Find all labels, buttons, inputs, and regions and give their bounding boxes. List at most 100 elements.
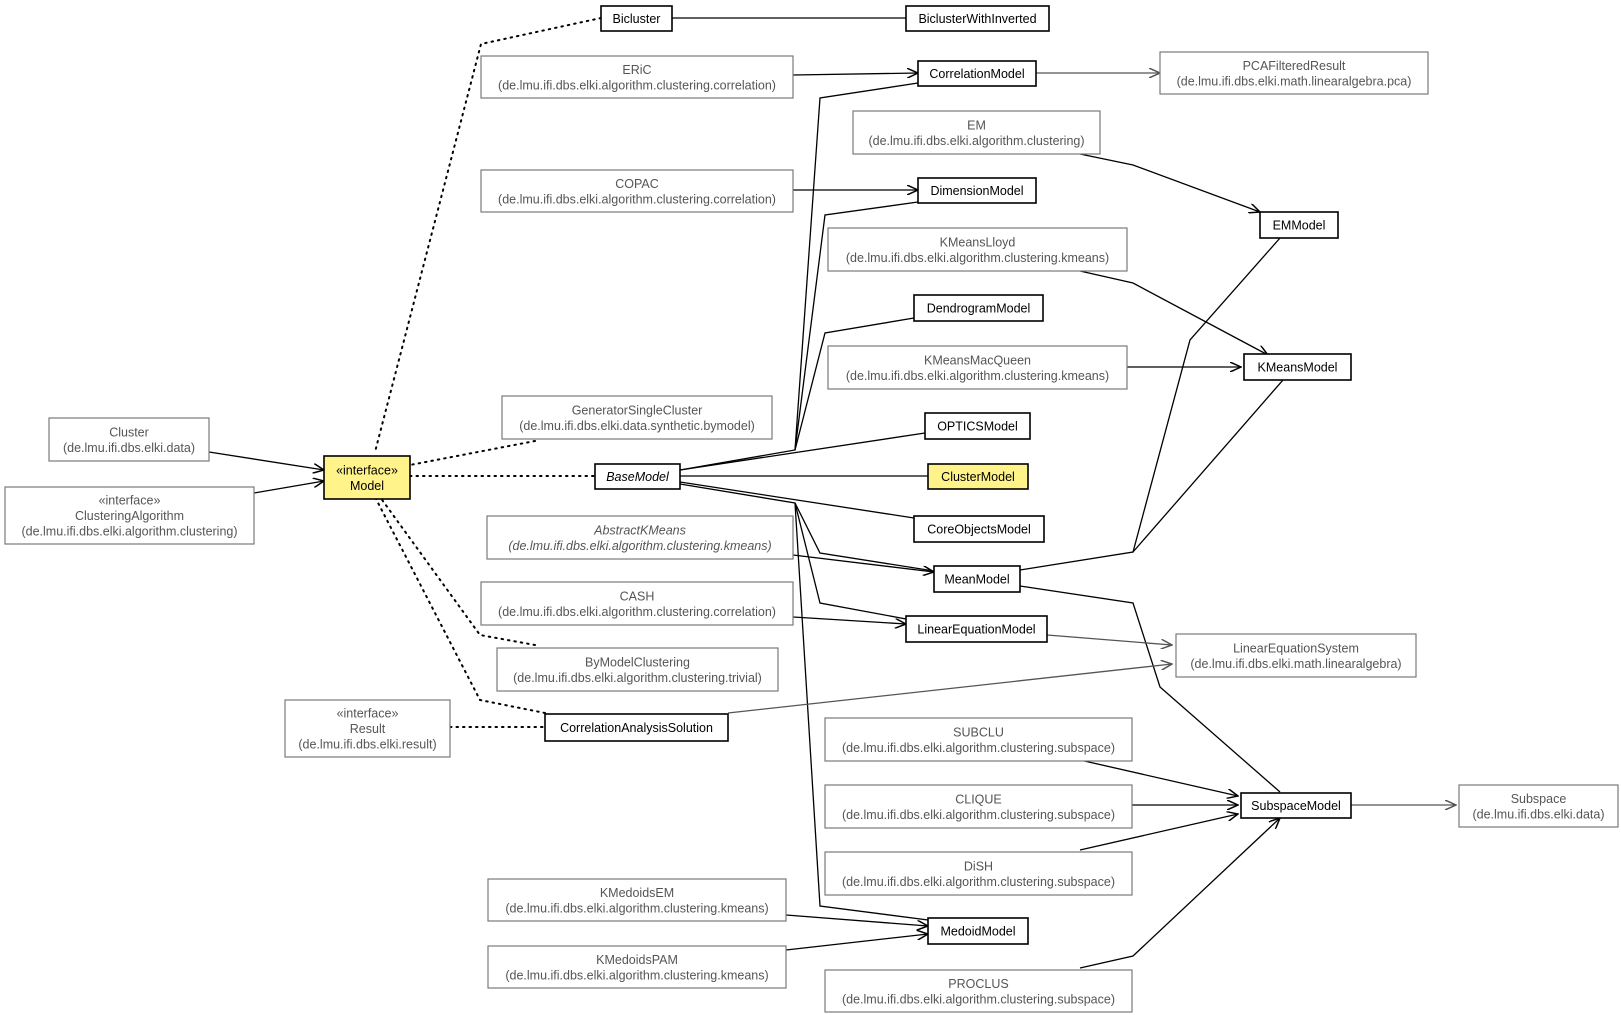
class-box — [480, 581, 794, 626]
class-node-correlation-analysis-solution[interactable]: CorrelationAnalysisSolution — [544, 713, 729, 742]
class-node-kmedoids-pam[interactable]: KMedoidsPAM(de.lmu.ifi.dbs.elki.algorith… — [487, 945, 787, 989]
class-node-cluster-model[interactable]: ClusterModel — [927, 463, 1029, 490]
class-node-kmedoids-em[interactable]: KMedoidsEM(de.lmu.ifi.dbs.elki.algorithm… — [487, 878, 787, 922]
class-box — [905, 5, 1050, 32]
package-label: (de.lmu.ifi.dbs.elki.algorithm.clusterin… — [498, 78, 776, 92]
class-box — [1159, 51, 1429, 95]
class-name-label: DimensionModel — [930, 184, 1023, 198]
class-node-optics-model[interactable]: OPTICSModel — [924, 412, 1031, 440]
class-box — [1259, 211, 1339, 239]
class-box — [917, 60, 1037, 87]
class-node-dendrogram-model[interactable]: DendrogramModel — [913, 294, 1044, 322]
stereotype-label: «interface» — [337, 707, 399, 721]
class-node-linear-equation-system[interactable]: LinearEquationSystem(de.lmu.ifi.dbs.elki… — [1175, 633, 1417, 678]
class-node-base-model[interactable]: BaseModel — [594, 463, 681, 490]
edge-abstractkmeans-meanmodel — [792, 554, 934, 572]
edges — [208, 17, 1456, 969]
class-node-linear-equation-model[interactable]: LinearEquationModel — [905, 615, 1048, 643]
class-node-abstract-kmeans[interactable]: AbstractKMeans(de.lmu.ifi.dbs.elki.algor… — [486, 515, 794, 560]
class-node-eric[interactable]: ERiC(de.lmu.ifi.dbs.elki.algorithm.clust… — [480, 55, 794, 99]
class-node-kmeans-lloyd[interactable]: KMeansLloyd(de.lmu.ifi.dbs.elki.algorith… — [827, 227, 1128, 272]
class-node-copac[interactable]: COPAC(de.lmu.ifi.dbs.elki.algorithm.clus… — [480, 169, 794, 213]
package-label: (de.lmu.ifi.dbs.elki.algorithm.clusterin… — [505, 901, 768, 915]
edge-kmeanslloyd-kmeansmodel — [1079, 270, 1268, 355]
class-node-correlation-model[interactable]: CorrelationModel — [917, 60, 1037, 87]
class-name-label: OPTICSModel — [937, 420, 1018, 434]
class-node-em[interactable]: EM(de.lmu.ifi.dbs.elki.algorithm.cluster… — [852, 110, 1101, 155]
edge-correlationsolution-linearequationsystem — [727, 664, 1172, 714]
package-label: (de.lmu.ifi.dbs.elki.math.linearalgebra) — [1190, 657, 1401, 671]
nodes: Bicluster BiclusterWithInvertedERiC(de.lm… — [4, 5, 1619, 1013]
edge-linearequationmodel-linearequationsystem — [1046, 634, 1172, 645]
edge-opticsmodel-basemodel — [679, 432, 926, 471]
class-box — [1240, 792, 1352, 819]
class-node-kmeans-model[interactable]: KMeansModel — [1243, 353, 1352, 381]
package-label: (de.lmu.ifi.dbs.elki.algorithm.clusterin… — [842, 875, 1115, 889]
class-name-label: SUBCLU — [953, 725, 1004, 739]
class-box — [927, 917, 1029, 945]
class-name-label: Cluster — [109, 425, 149, 439]
class-name-label: KMeansLloyd — [940, 235, 1016, 249]
class-node-cluster[interactable]: Cluster (de.lmu.ifi.dbs.elki.data) — [48, 417, 210, 462]
class-name-label: CorrelationModel — [929, 67, 1024, 81]
class-box — [824, 717, 1133, 762]
package-label: (de.lmu.ifi.dbs.elki.data.synthetic.bymo… — [519, 419, 755, 433]
package-label: (de.lmu.ifi.dbs.elki.algorithm.clusterin… — [842, 808, 1115, 822]
class-box — [852, 110, 1101, 155]
class-node-mean-model[interactable]: MeanModel — [933, 565, 1021, 593]
class-node-clustering-algorithm[interactable]: «interface»ClusteringAlgorithm(de.lmu.if… — [4, 486, 255, 545]
class-box — [496, 647, 779, 692]
class-node-generator-single-cluster[interactable]: GeneratorSingleCluster(de.lmu.ifi.dbs.el… — [501, 395, 773, 440]
class-box — [913, 294, 1044, 322]
edge-kmedoidsem-medoidmodel — [785, 914, 928, 926]
class-box — [905, 615, 1048, 643]
class-node-result[interactable]: «interface»Result(de.lmu.ifi.dbs.elki.re… — [284, 699, 451, 758]
class-name-label: KMedoidsEM — [600, 886, 674, 900]
class-node-medoid-model[interactable]: MedoidModel — [927, 917, 1029, 945]
class-node-subspace[interactable]: Subspace(de.lmu.ifi.dbs.elki.data) — [1458, 784, 1619, 828]
class-node-core-objects-model[interactable]: CoreObjectsModel — [913, 515, 1045, 543]
class-name-label: DendrogramModel — [927, 302, 1031, 316]
class-name-label: PCAFilteredResult — [1243, 59, 1346, 73]
class-node-model[interactable]: «interface»Model — [323, 455, 411, 500]
class-node-clique[interactable]: CLIQUE(de.lmu.ifi.dbs.elki.algorithm.clu… — [824, 784, 1133, 829]
class-name-label: LinearEquationModel — [917, 623, 1035, 637]
class-node-by-model-clustering[interactable]: ByModelClustering(de.lmu.ifi.dbs.elki.al… — [496, 647, 779, 692]
edge-coreobjectsmodel-basemodel — [679, 481, 915, 519]
class-box — [824, 969, 1133, 1013]
class-node-bicluster[interactable]: Bicluster — [600, 5, 673, 32]
class-name-label: ClusterModel — [941, 470, 1015, 484]
edge-subclu-subspacemodel — [1079, 759, 1238, 796]
edge-cluster-model — [208, 451, 324, 470]
class-name-label: BiclusterWithInverted — [918, 12, 1036, 26]
class-node-proclus[interactable]: PROCLUS(de.lmu.ifi.dbs.elki.algorithm.cl… — [824, 969, 1133, 1013]
class-node-kmeans-macqueen[interactable]: KMeansMacQueen(de.lmu.ifi.dbs.elki.algor… — [827, 345, 1128, 390]
class-node-em-model[interactable]: EMModel — [1259, 211, 1339, 239]
class-node-pca-filtered-result[interactable]: PCAFilteredResult(de.lmu.ifi.dbs.elki.ma… — [1159, 51, 1429, 95]
class-node-bicluster-with-inverted[interactable]: BiclusterWithInverted — [905, 5, 1050, 32]
class-node-dimension-model[interactable]: DimensionModel — [917, 177, 1037, 204]
class-name-label: EMModel — [1273, 219, 1326, 233]
edge-generator-model — [409, 440, 536, 466]
class-name-label: PROCLUS — [948, 977, 1008, 991]
class-node-cash[interactable]: CASH(de.lmu.ifi.dbs.elki.algorithm.clust… — [480, 581, 794, 626]
class-name-label: MeanModel — [944, 573, 1009, 587]
edge-kmeansmodel-meanmodel — [1132, 379, 1284, 553]
edge-meanmodel-basemodel — [679, 483, 935, 572]
class-box — [594, 463, 681, 490]
package-label: (de.lmu.ifi.dbs.elki.algorithm.clusterin… — [868, 134, 1084, 148]
class-node-subspace-model[interactable]: SubspaceModel — [1240, 792, 1352, 819]
stereotype-label: «interface» — [336, 463, 398, 477]
class-node-subclu[interactable]: SUBCLU(de.lmu.ifi.dbs.elki.algorithm.clu… — [824, 717, 1133, 762]
class-name-label: BaseModel — [606, 470, 670, 484]
edge-bicluster-model — [374, 17, 602, 453]
package-label: (de.lmu.ifi.dbs.elki.algorithm.clusterin… — [513, 671, 762, 685]
edge-cash-linearequationmodel — [792, 616, 906, 624]
class-name-label: MedoidModel — [940, 925, 1015, 939]
class-box — [827, 345, 1128, 390]
edge-clusteringalgorithm-model — [253, 481, 324, 494]
class-box — [824, 851, 1133, 896]
class-node-dish[interactable]: DiSH(de.lmu.ifi.dbs.elki.algorithm.clust… — [824, 851, 1133, 896]
class-box — [544, 713, 729, 742]
package-label: (de.lmu.ifi.dbs.elki.data) — [63, 441, 195, 455]
